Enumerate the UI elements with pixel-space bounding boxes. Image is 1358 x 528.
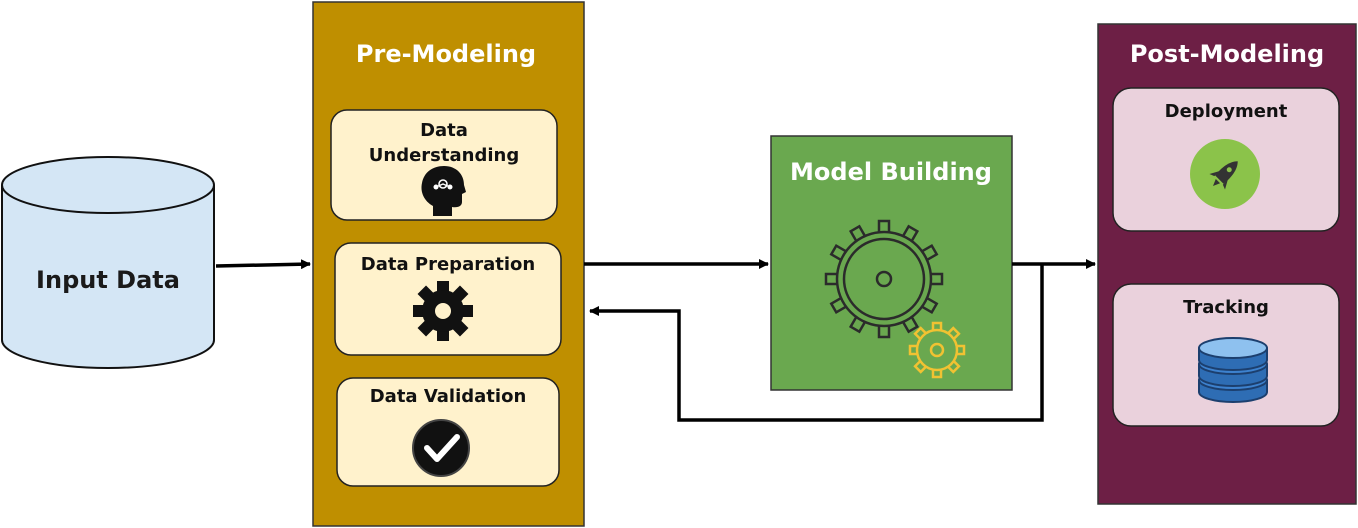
step-data-preparation-label: Data Preparation	[361, 254, 535, 275]
input-data-label: Input Data	[36, 266, 180, 294]
pre-modeling-title: Pre-Modeling	[356, 40, 536, 68]
gears-icon	[824, 219, 966, 379]
step-deployment-label: Deployment	[1165, 101, 1288, 122]
step-data-validation-label: Data Validation	[370, 386, 527, 407]
brain-head-icon	[421, 166, 466, 216]
post-modeling-panel: Post-Modeling Deployment Tracking	[1097, 23, 1357, 505]
model-building-title: Model Building	[790, 158, 992, 186]
step-data-understanding-label-line2: Understanding	[369, 145, 519, 166]
step-tracking: Tracking	[1112, 283, 1340, 427]
arrow-input-to-pre-modeling	[215, 259, 311, 270]
database-icon	[1198, 337, 1268, 403]
post-modeling-title: Post-Modeling	[1130, 40, 1324, 68]
input-data-cylinder: Input Data	[0, 156, 215, 369]
check-circle-icon	[412, 419, 470, 477]
gear-icon	[413, 281, 473, 341]
step-tracking-label: Tracking	[1183, 297, 1269, 318]
step-data-understanding: Data Understanding	[330, 109, 558, 221]
step-deployment: Deployment	[1112, 87, 1340, 232]
model-building-box: Model Building	[770, 135, 1013, 391]
pre-modeling-panel: Pre-Modeling Data Understanding Data Pre…	[312, 1, 585, 527]
connectors	[215, 259, 1096, 422]
step-data-validation: Data Validation	[336, 377, 560, 487]
step-data-understanding-label-line1: Data	[420, 120, 468, 141]
rocket-icon	[1190, 139, 1260, 209]
arrow-feedback-loop	[589, 264, 1044, 422]
step-data-preparation: Data Preparation	[334, 242, 562, 356]
